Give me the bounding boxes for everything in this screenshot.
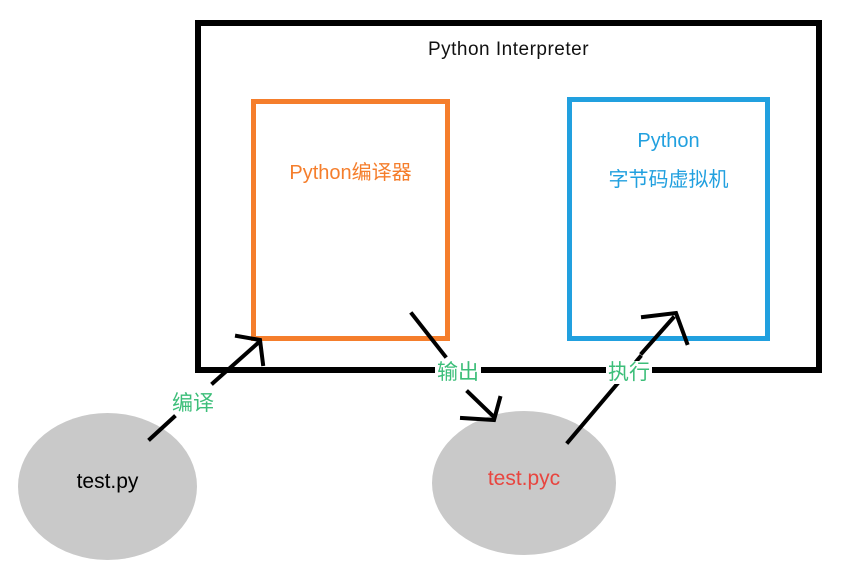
- test-pyc-label: test.pyc: [487, 467, 561, 490]
- python-compiler-box: Python编译器: [251, 99, 450, 341]
- compiler-label: Python编译器: [289, 162, 412, 184]
- bytecode-vm-box: Python 字节码虚拟机: [567, 97, 770, 341]
- vm-label-line1: Python: [637, 130, 700, 152]
- test-pyc-ellipse: test.pyc: [432, 411, 616, 555]
- execute-arrow-label: 执行: [606, 361, 652, 385]
- interpreter-title: Python Interpreter: [427, 39, 590, 60]
- compile-arrow-label: 编译: [172, 392, 214, 415]
- python-interpreter-box: Python Interpreter Python编译器 Python 字节码虚…: [195, 20, 822, 373]
- test-py-ellipse: test.py: [18, 413, 197, 560]
- vm-label-line2: 字节码虚拟机: [608, 169, 729, 191]
- test-py-label: test.py: [76, 469, 139, 493]
- output-arrow-label: 输出: [435, 361, 481, 385]
